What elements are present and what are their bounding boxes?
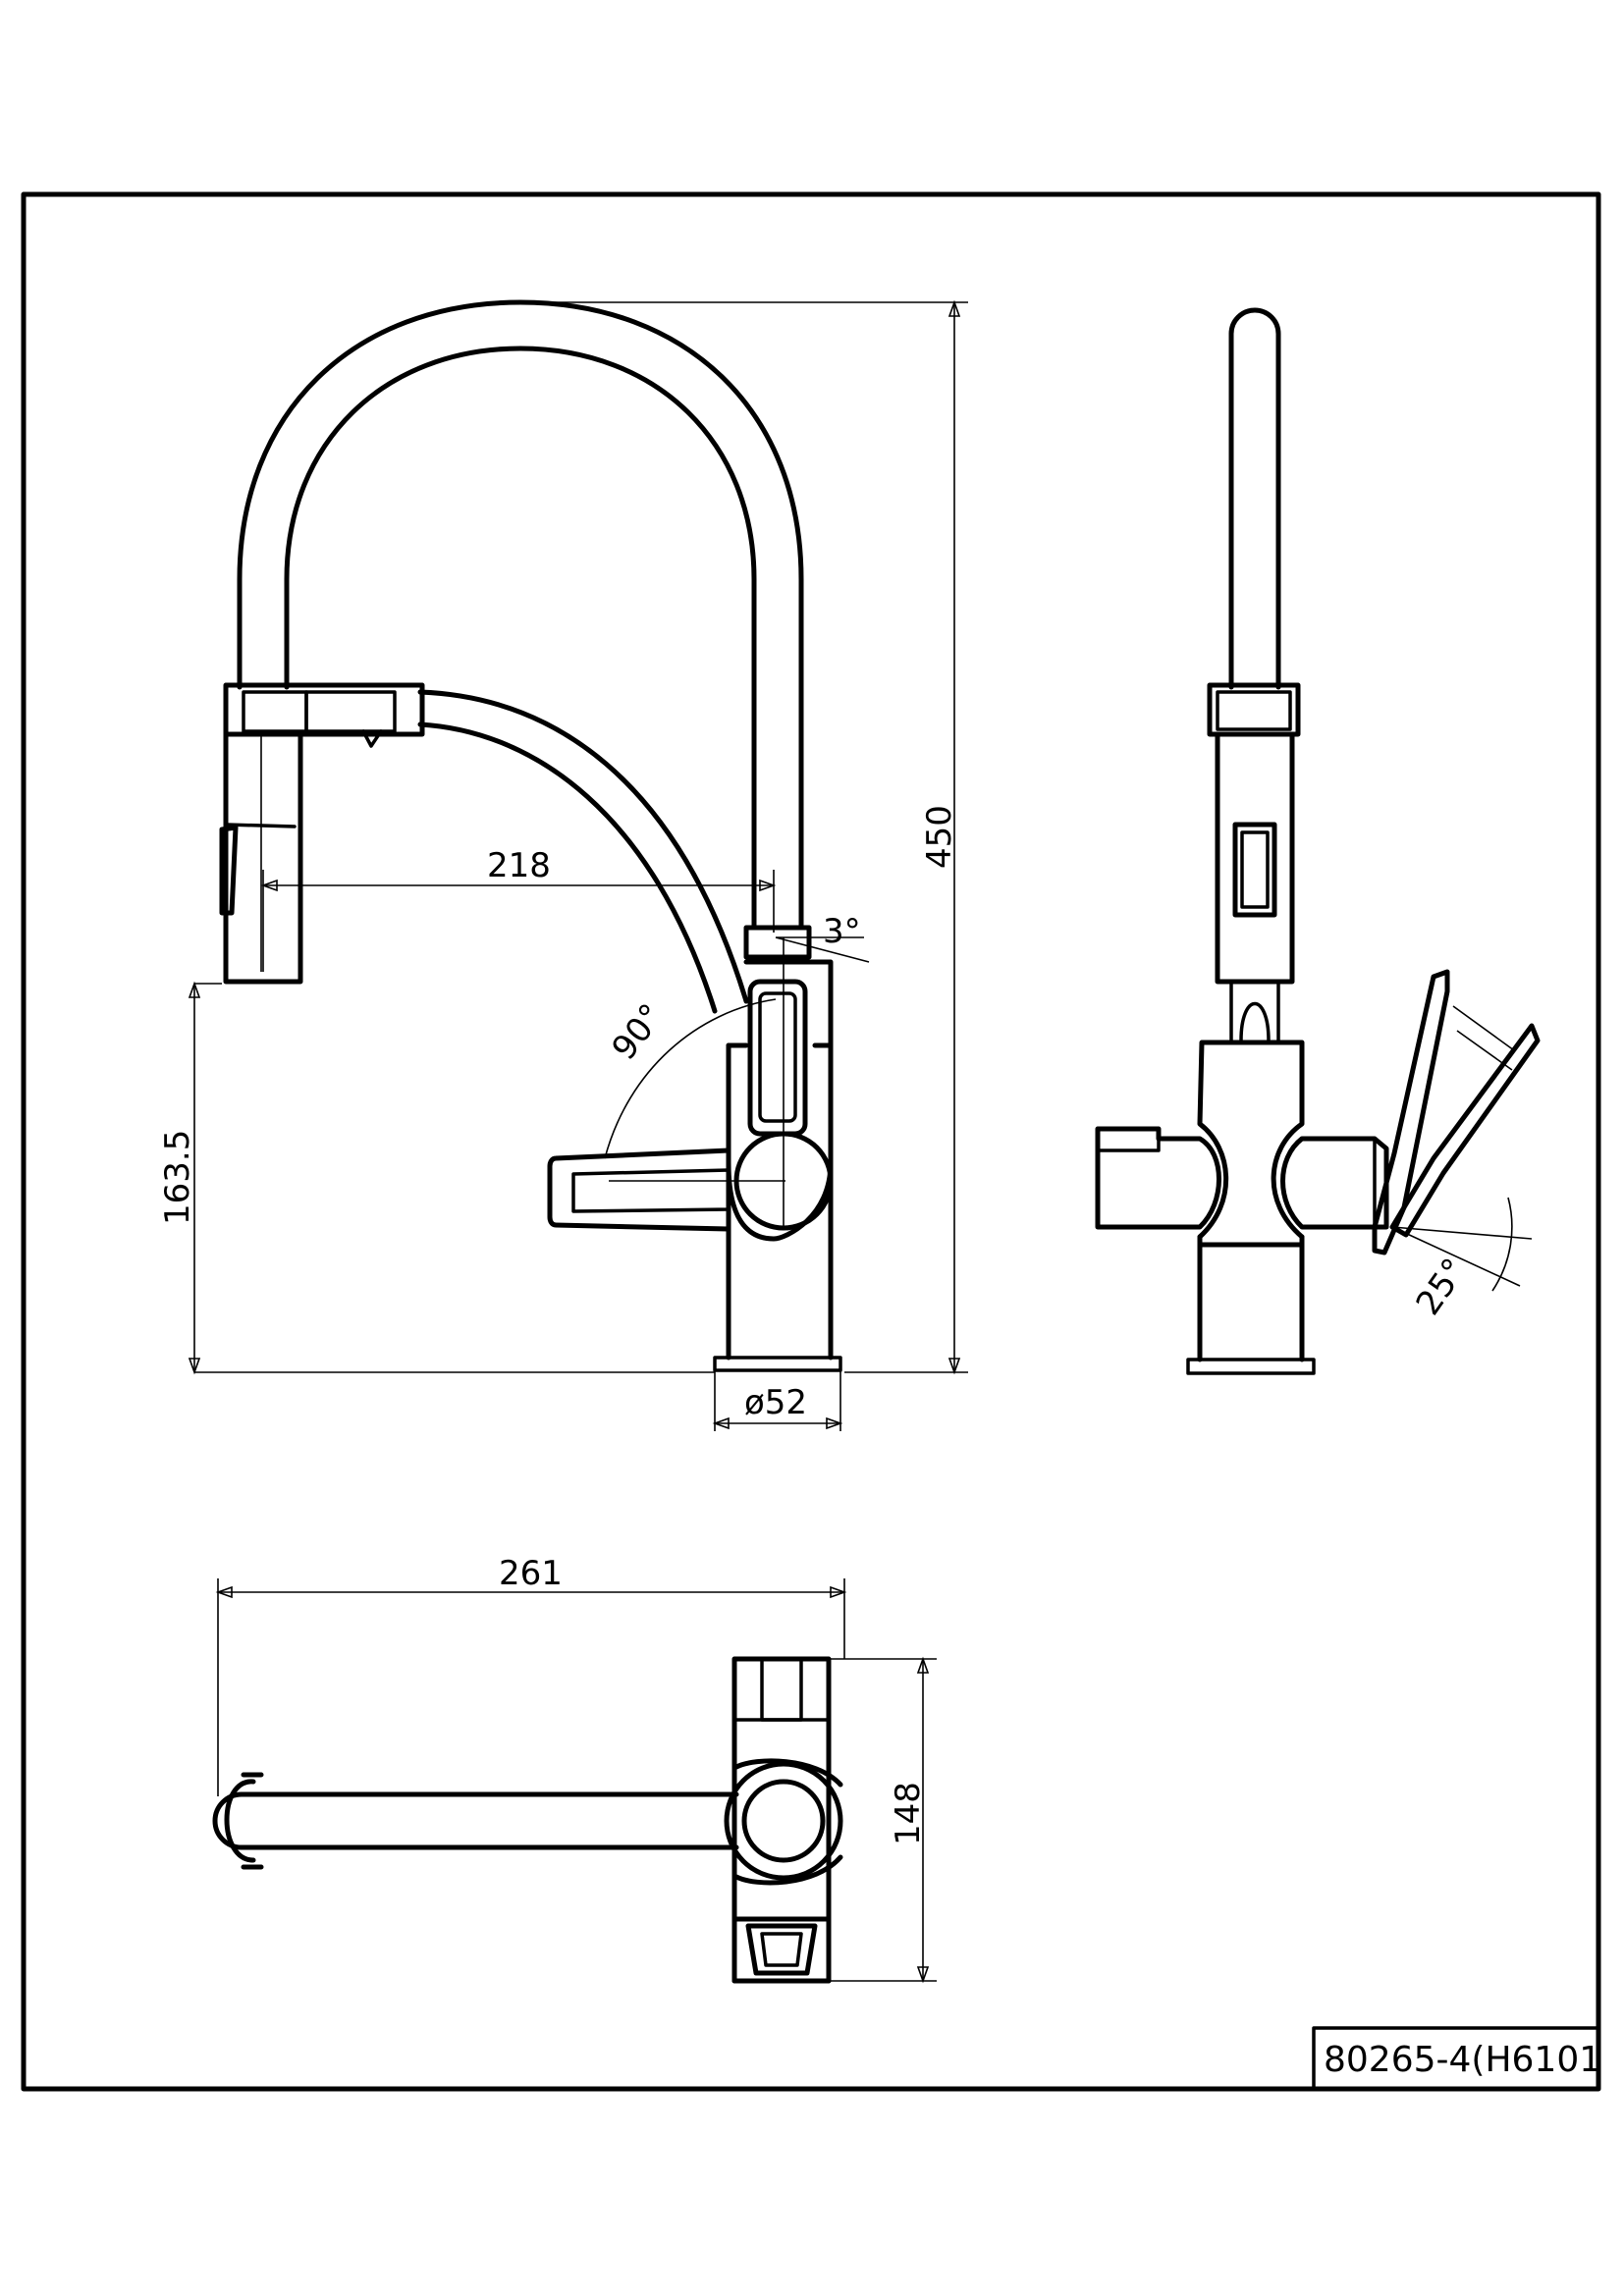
side-spray-button [1232,822,1277,918]
spout-reach-label: 218 [487,846,551,885]
dim-handle-height: 163.5 [158,981,715,1375]
top-spout-arm [239,1791,739,1850]
side-lever-tilted [1389,1023,1541,1238]
dim-spout-reach: 218 [260,846,777,972]
front-spout-collar [743,925,812,960]
side-left-cartridge [1095,1126,1221,1230]
front-spray-head-collar [223,682,425,737]
front-handle-housing [726,959,834,1242]
drawing-frame [21,191,1601,2092]
side-lever-upright [1372,969,1450,1255]
front-lever [547,1148,731,1232]
side-spray-head [1215,731,1295,985]
spout-tilt-label: 3° [823,912,861,951]
front-pullout-hose [417,689,749,1004]
top-body-ring-inner [741,1779,826,1863]
front-spout-inner [284,346,757,931]
side-lever-arc [1491,1197,1513,1292]
dim-base-diameter: ø52 [712,1370,843,1431]
top-body-ring-outer [724,1761,843,1881]
dim-top-depth: 148 [801,1656,937,1984]
lever-angle-label: 25° [1409,1252,1475,1322]
front-view: 90° 3° [219,299,870,1372]
front-rotation-arc [604,998,777,1159]
base-diameter-label: ø52 [744,1383,807,1422]
front-base-plate [713,1356,842,1372]
side-spout-tube [1228,307,1281,690]
front-spout-outer [237,299,804,931]
handle-height-label: 163.5 [158,1130,197,1225]
side-spout-collar [1207,682,1301,737]
front-body [726,1229,834,1361]
dim-top-reach: 261 [215,1554,847,1796]
top-spray-head [224,1779,256,1863]
front-spray-head [223,731,303,985]
side-base-plate [1186,1358,1316,1375]
dim-total-height: 450 [520,299,968,1375]
side-body [1197,1040,1305,1248]
top-view [212,1656,843,1984]
part-number: 80265-4(H6101 [1324,2040,1601,2080]
top-reach-label: 261 [499,1554,563,1593]
title-block: 80265-4(H6101 [1312,2026,1601,2091]
side-right-cartridge [1280,1136,1389,1230]
front-spray-button [219,825,239,916]
top-depth-label: 148 [889,1782,928,1845]
side-view: 25° [1095,307,1541,1375]
top-front-grip [731,1916,832,1984]
total-height-label: 450 [920,805,959,869]
